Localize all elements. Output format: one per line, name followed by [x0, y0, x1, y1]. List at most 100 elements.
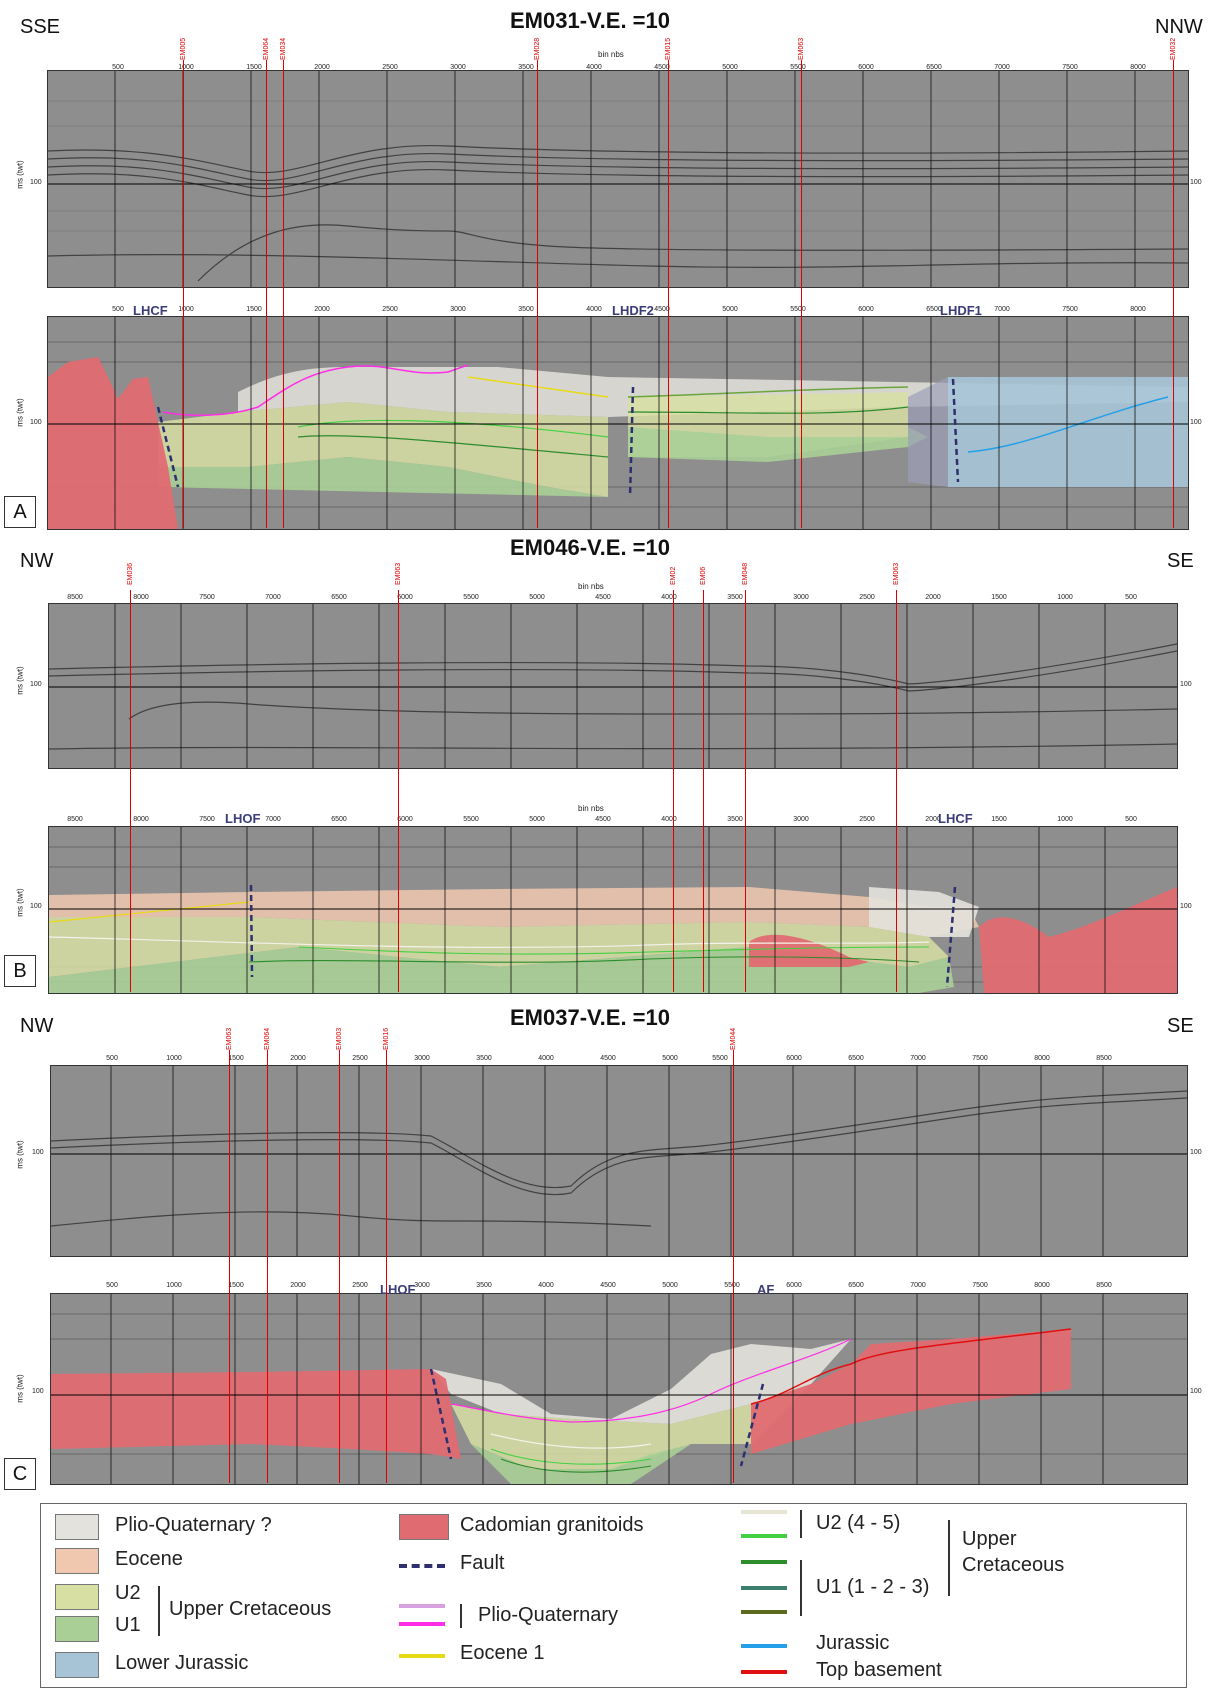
panel-b-lower-y-value-left: 100: [30, 903, 42, 910]
panel-c-tick: 4000: [538, 1055, 554, 1062]
legend-bracket: [460, 1604, 462, 1628]
legend-line-top-basement: [741, 1670, 787, 1674]
panel-a-tick: 500: [112, 64, 124, 71]
legend-swatch-u1: [55, 1616, 99, 1642]
well-label: EM032: [1170, 37, 1177, 60]
panel-a-tick-bottom: 8000: [1130, 306, 1146, 313]
panel-b-tick: 2000: [925, 594, 941, 601]
panel-c-tick: 8500: [1096, 1055, 1112, 1062]
legend-bracket: [158, 1586, 160, 1636]
panel-a-lower-y-value-left: 100: [30, 419, 42, 426]
panel-b-tick: 8000: [133, 594, 149, 601]
well-line: [896, 590, 897, 992]
fault-label-lhdf2: LHDF2: [612, 303, 654, 318]
panel-letter-b: B: [4, 955, 36, 987]
panel-b-upper-y-label: ms (twt): [15, 666, 25, 695]
well-line: [283, 60, 284, 528]
panel-a-lower-y-value-right: 100: [1190, 419, 1202, 426]
well-label: EM02: [670, 566, 677, 585]
panel-b-lower-y-value-right: 100: [1180, 903, 1192, 910]
legend-line-plio-quaternary-2: [399, 1622, 445, 1626]
legend-label-u2-4-5: U2 (4 - 5): [816, 1512, 901, 1534]
panel-c-tick: 1500: [228, 1055, 244, 1062]
legend: Plio-Quaternary ? Eocene U2 U1 Upper Cre…: [40, 1503, 1187, 1688]
legend-label-eocene: Eocene: [115, 1548, 183, 1570]
panel-c-tick-bottom: 7500: [972, 1282, 988, 1289]
panel-b-tick-bottom: 8500: [67, 816, 83, 823]
panel-c-seismic-lower: [50, 1293, 1188, 1485]
panel-a-tick: 5000: [722, 64, 738, 71]
panel-a-tick: 2500: [382, 64, 398, 71]
panel-a-upper-y-value-left: 100: [30, 179, 42, 186]
well-label: EM015: [665, 37, 672, 60]
panel-c-tick: 1000: [166, 1055, 182, 1062]
panel-b-tick-bottom: 4000: [661, 816, 677, 823]
panel-b-tick: 2500: [859, 594, 875, 601]
panel-a-tick: 4000: [586, 64, 602, 71]
legend-label-lower-jurassic: Lower Jurassic: [115, 1652, 249, 1674]
panel-c-left-direction: NW: [20, 1015, 54, 1037]
panel-c-tick-bottom: 8500: [1096, 1282, 1112, 1289]
panel-c-lower-y-label: ms (twt): [15, 1374, 25, 1403]
panel-b-tick-bottom: 2000: [925, 816, 941, 823]
panel-b-tick-bottom: 4500: [595, 816, 611, 823]
well-label: EM063: [395, 562, 402, 585]
panel-c-tick: 6000: [786, 1055, 802, 1062]
panel-c-tick: 5000: [662, 1055, 678, 1062]
well-line: [398, 590, 399, 992]
well-label: EM064: [263, 37, 270, 60]
legend-swatch-u2: [55, 1584, 99, 1610]
panel-c-tick-bottom: 4000: [538, 1282, 554, 1289]
well-line: [673, 590, 674, 992]
legend-label-cretaceous: Cretaceous: [962, 1554, 1065, 1576]
panel-a-left-direction: SSE: [20, 16, 61, 38]
fault-label-af: AF: [757, 1282, 775, 1297]
panel-b-tick: 6000: [397, 594, 413, 601]
panel-a-tick-bottom: 7000: [994, 306, 1010, 313]
well-line: [801, 60, 802, 528]
legend-swatch-eocene: [55, 1548, 99, 1574]
panel-b-tick: 3500: [727, 594, 743, 601]
panel-b-tick-bottom: 2500: [859, 816, 875, 823]
panel-c-tick-bottom: 6000: [786, 1282, 802, 1289]
legend-line-u2-4: [741, 1510, 787, 1514]
panel-b-tick-bottom: 1000: [1057, 816, 1073, 823]
panel-b-upper-y-value-left: 100: [30, 681, 42, 688]
panel-b-lower-y-label: ms (twt): [15, 888, 25, 917]
panel-c-tick-bottom: 2000: [290, 1282, 306, 1289]
legend-label-top-basement: Top basement: [816, 1659, 942, 1681]
panel-b-tick-bottom: 6000: [397, 816, 413, 823]
well-line: [703, 590, 704, 992]
panel-b-tick-bottom: 3000: [793, 816, 809, 823]
well-label: EM003: [336, 1027, 343, 1050]
legend-line-eocene-1: [399, 1654, 445, 1658]
panel-a-tick: 6500: [926, 64, 942, 71]
panel-b-tick-bottom: 1500: [991, 816, 1007, 823]
panel-a-tick-bottom: 2500: [382, 306, 398, 313]
well-line: [1173, 60, 1174, 528]
panel-a-tick: 1500: [246, 64, 262, 71]
well-line: [130, 590, 131, 992]
well-label: EM044: [730, 1027, 737, 1050]
panel-a-right-direction: NNW: [1155, 16, 1203, 38]
legend-bracket: [800, 1510, 802, 1538]
panel-a-lower-y-label: ms (twt): [15, 398, 25, 427]
panel-a-tick-bottom: 4500: [654, 306, 670, 313]
legend-line-fault: [399, 1564, 445, 1568]
legend-bracket: [800, 1560, 802, 1616]
fault-label-lhdf1: LHDF1: [940, 303, 982, 318]
panel-a-seismic-lower: [47, 316, 1189, 530]
well-line: [745, 590, 746, 992]
well-label: EM063: [226, 1027, 233, 1050]
legend-label-upper-cretaceous: Upper Cretaceous: [169, 1598, 332, 1620]
legend-label-fault: Fault: [460, 1552, 505, 1574]
panel-b-seismic-lower: [48, 826, 1178, 994]
panel-a-tick-bottom: 1000: [178, 306, 194, 313]
panel-c-tick-bottom: 2500: [352, 1282, 368, 1289]
panel-c-tick-bottom: 5000: [662, 1282, 678, 1289]
panel-a-tick-bottom: 5500: [790, 306, 806, 313]
well-line: [733, 1050, 734, 1483]
panel-b-tick: 1500: [991, 594, 1007, 601]
panel-b-tick: 8500: [67, 594, 83, 601]
panel-c-tick: 3500: [476, 1055, 492, 1062]
